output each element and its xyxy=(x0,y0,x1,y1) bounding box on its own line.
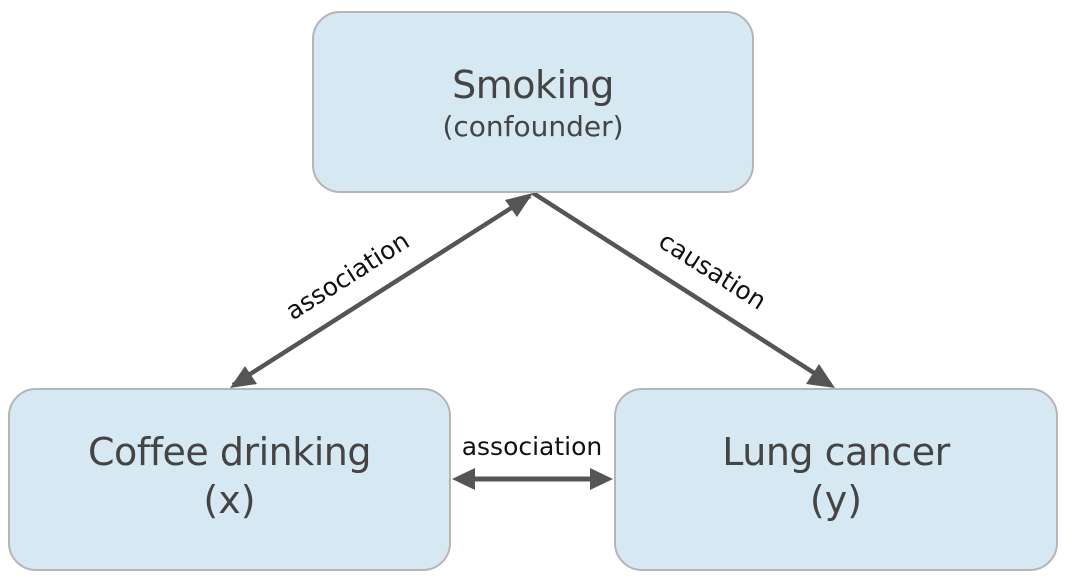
edge-label-confounder-outcome: causation xyxy=(654,226,772,316)
edge-label-confounder-exposure: association xyxy=(280,226,414,326)
node-subtitle: (y) xyxy=(809,477,863,522)
arrowhead-exposure-end xyxy=(230,366,257,388)
node-title: Lung cancer xyxy=(722,429,950,474)
arrowhead-exposure-side xyxy=(452,468,475,490)
edge-confounder-exposure xyxy=(231,194,532,387)
node-subtitle: (x) xyxy=(203,477,256,522)
node-title: Smoking xyxy=(452,63,614,107)
edge-label-exposure-outcome: association xyxy=(462,432,603,461)
node-smoking-confounder: Smoking (confounder) xyxy=(312,11,754,193)
arrowhead-outcome-end xyxy=(806,364,835,388)
arrowhead-outcome-side xyxy=(590,468,613,490)
node-coffee-drinking: Coffee drinking (x) xyxy=(8,388,451,571)
node-title: Coffee drinking xyxy=(87,429,372,474)
edge-confounder-outcome xyxy=(531,191,824,380)
node-lung-cancer: Lung cancer (y) xyxy=(614,388,1058,571)
node-subtitle: (confounder) xyxy=(442,110,624,143)
arrowhead-confounder-end xyxy=(505,193,533,217)
